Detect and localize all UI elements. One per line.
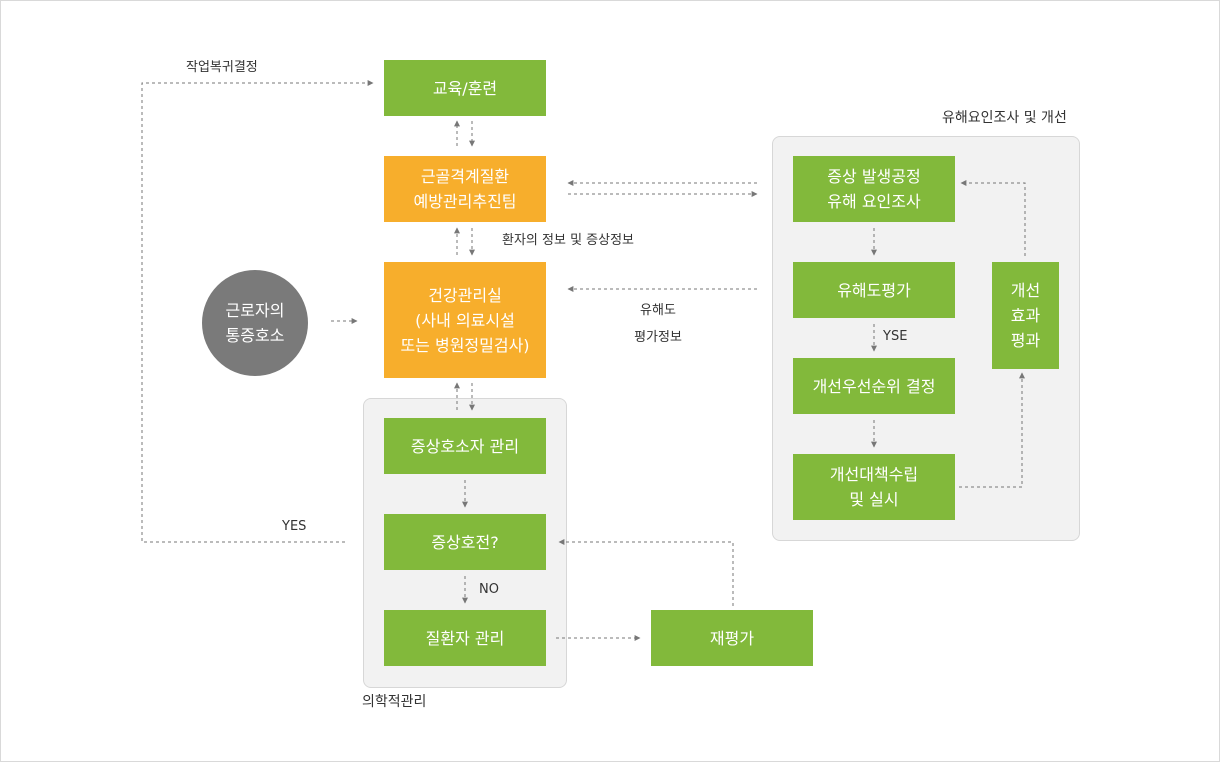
node-patient-management: 질환자 관리	[384, 610, 546, 666]
node-symptom-improved-decision: 증상호전?	[384, 514, 546, 570]
label-yse: YSE	[883, 329, 908, 344]
node-symptom-management: 증상호소자 관리	[384, 418, 546, 474]
node-committee: 근골격계질환 예방관리추진팀	[384, 156, 546, 222]
node-improvement-priority: 개선우선순위 결정	[793, 358, 955, 414]
node-education: 교육/훈련	[384, 60, 546, 116]
label-return-to-work: 작업복귀결정	[186, 60, 258, 75]
node-improvement-measures: 개선대책수립 및 실시	[793, 454, 955, 520]
label-no: NO	[479, 582, 499, 597]
medical-management-group-label: 의학적관리	[362, 694, 427, 710]
label-yes: YES	[282, 519, 307, 534]
label-patient-info: 환자의 정보 및 증상정보	[502, 233, 634, 248]
node-worker-pain-report: 근로자의 통증호소	[202, 270, 308, 376]
arrow-effect-to-survey	[960, 180, 1026, 256]
node-hazard-evaluation: 유해도평가	[793, 262, 955, 318]
arrow-yes-return-to-work	[141, 80, 374, 543]
node-health-room: 건강관리실 (사내 의료시설 또는 병원정밀검사)	[384, 262, 546, 378]
arrow-reeval-to-decision	[558, 539, 734, 606]
arrow-measures-to-effect	[959, 372, 1025, 488]
hazard-survey-group-label: 유해요인조사 및 개선	[942, 110, 1067, 126]
node-reevaluation: 재평가	[651, 610, 813, 666]
label-hazard-eval-info: 유해도 평가정보	[634, 303, 682, 345]
node-improvement-effect: 개선 효과 평과	[992, 262, 1059, 369]
node-hazard-survey: 증상 발생공정 유해 요인조사	[793, 156, 955, 222]
